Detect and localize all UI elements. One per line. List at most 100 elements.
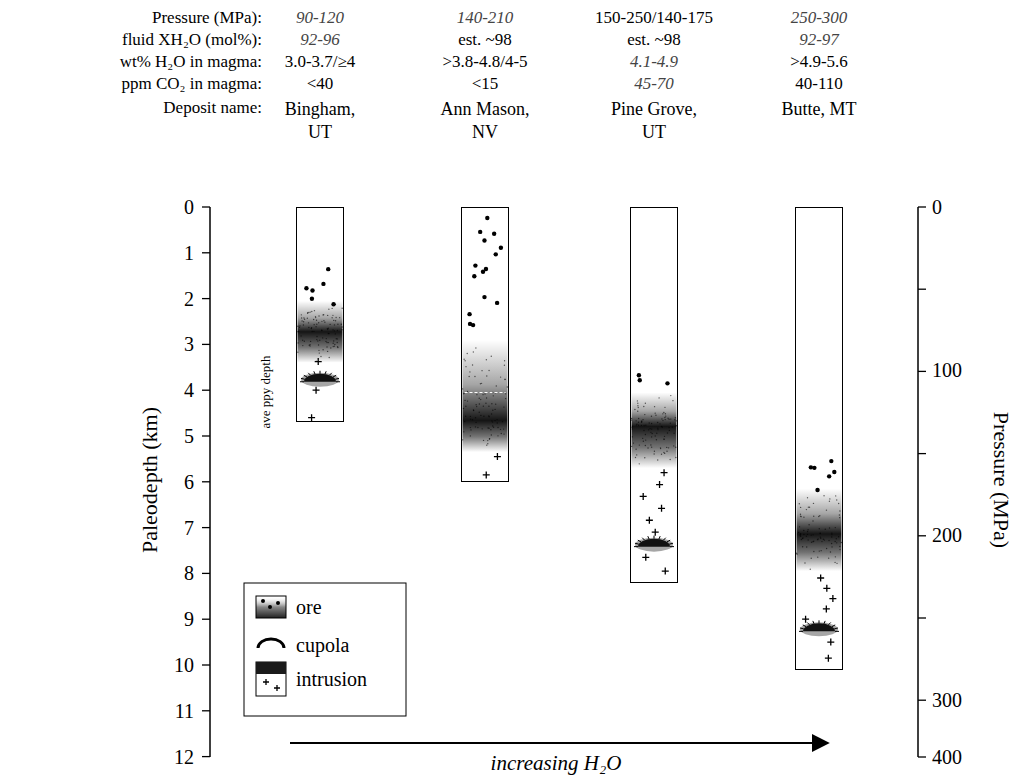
stipple <box>480 383 481 384</box>
stipple <box>462 439 463 440</box>
stipple <box>475 422 476 423</box>
deposit-column: Pine Grove, UT <box>630 207 678 583</box>
stipple <box>334 330 335 331</box>
stipple <box>304 318 305 319</box>
stipple <box>492 421 493 422</box>
table-cell: >4.9-5.6 <box>790 53 848 72</box>
stipple <box>831 536 832 537</box>
stipple <box>328 333 329 334</box>
stipple <box>839 549 840 550</box>
stipple <box>835 556 836 557</box>
stipple <box>463 431 464 432</box>
stipple <box>664 407 665 408</box>
intrusion-cross <box>642 554 649 561</box>
stipple <box>654 435 655 436</box>
ore-dot <box>499 246 503 250</box>
stipple <box>826 509 827 510</box>
stipple <box>819 550 820 551</box>
stipple <box>820 532 821 533</box>
table-cell: 40-110 <box>795 75 843 94</box>
table-cell: 3.0-3.7/≥4 <box>285 53 356 72</box>
stipple <box>507 386 508 387</box>
stipple <box>322 337 323 338</box>
stipple <box>326 338 327 339</box>
stipple <box>473 410 474 411</box>
stipple <box>655 415 656 416</box>
intrusion-cross <box>817 574 824 581</box>
stipple <box>650 432 651 433</box>
cupola <box>803 623 835 631</box>
depth-tick <box>202 390 210 391</box>
stipple <box>796 553 797 554</box>
stipple <box>661 418 662 419</box>
cupola-spike <box>642 538 644 540</box>
stipple <box>799 503 800 504</box>
stipple <box>800 534 801 535</box>
stipple <box>673 445 674 446</box>
stipple <box>654 406 655 407</box>
cupola-spike <box>325 371 326 374</box>
stipple <box>834 541 835 542</box>
pressure-tick <box>918 535 926 536</box>
table-cell: 90-120 <box>296 9 344 28</box>
stipple <box>309 345 310 346</box>
cupola-spike <box>813 621 814 624</box>
stipple <box>653 453 654 454</box>
stipple <box>813 503 814 504</box>
stipple <box>335 317 336 318</box>
table-cell: 45-70 <box>634 75 674 94</box>
stipple <box>649 428 650 429</box>
stipple <box>319 340 320 341</box>
stipple <box>836 542 837 543</box>
stipple <box>808 524 809 525</box>
stipple <box>811 542 812 543</box>
stipple <box>808 506 809 507</box>
column-illustration <box>462 216 508 479</box>
stipple <box>663 412 664 413</box>
table-cell: 150-250/140-175 <box>595 9 713 28</box>
stipple <box>836 563 837 564</box>
stipple <box>470 429 471 430</box>
stipple <box>472 364 473 365</box>
row-heading: Pressure (MPa): <box>152 9 262 28</box>
deposit-name: Pine Grove, UT <box>606 98 702 144</box>
ore-dot <box>331 302 335 306</box>
stipple <box>311 327 312 328</box>
stipple <box>297 325 298 326</box>
stipple <box>337 330 338 331</box>
stipple <box>470 427 471 428</box>
stipple <box>337 324 338 325</box>
ore-dot <box>829 459 833 463</box>
table-cell: <40 <box>307 75 334 94</box>
cupola-spike <box>314 371 315 374</box>
stipple <box>462 388 463 389</box>
stipple <box>641 420 642 421</box>
cupola-spike <box>634 546 638 547</box>
stipple <box>645 403 646 404</box>
stipple <box>475 426 476 427</box>
stipple <box>651 436 652 437</box>
stipple <box>669 430 670 431</box>
stipple <box>303 321 304 322</box>
stipple <box>807 534 808 535</box>
stipple <box>491 356 492 357</box>
column-illustration <box>297 267 343 421</box>
stipple <box>335 320 336 321</box>
stipple <box>470 435 471 436</box>
stipple <box>320 356 321 357</box>
stipple <box>662 413 663 414</box>
cupola-spike <box>320 371 321 374</box>
stipple <box>494 420 495 421</box>
table-cell: est. ~98 <box>627 31 681 50</box>
stipple <box>480 399 481 400</box>
stipple <box>663 452 664 453</box>
intrusion-cross <box>656 481 663 488</box>
stipple <box>665 415 666 416</box>
stipple <box>812 520 813 521</box>
trend-arrow <box>290 742 828 744</box>
tick-label: 8 <box>184 562 194 584</box>
ore-dot <box>321 282 325 286</box>
stipple <box>326 346 327 347</box>
intrusion-cross <box>825 655 832 662</box>
stipple <box>802 546 803 547</box>
